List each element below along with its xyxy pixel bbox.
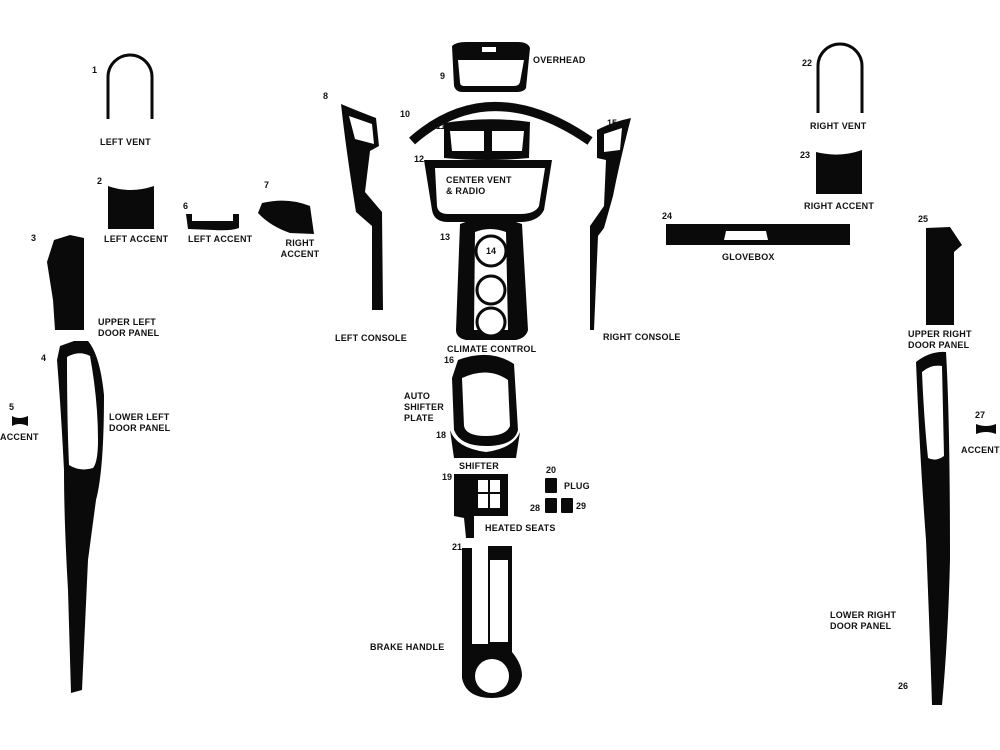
part-number-9: 9 (440, 71, 446, 81)
piece-21-brake-handle (462, 546, 522, 698)
piece-2-left-accent (108, 186, 154, 229)
part-number-15: 15 (607, 118, 618, 128)
part-number-28: 28 (530, 503, 541, 513)
piece-11-center-vents (444, 119, 530, 160)
piece-10-dash-arch (409, 102, 593, 145)
label-plug: PLUG (564, 481, 590, 491)
label-right-accent: RIGHT ACCENT (804, 201, 875, 211)
part-number-14: 14 (486, 246, 497, 256)
part-number-4: 4 (41, 353, 47, 363)
label-shifter: SHIFTER (459, 461, 499, 471)
piece-1-left-vent (106, 53, 154, 119)
label-accent-5: ACCENT (0, 432, 39, 442)
label-left-console: LEFT CONSOLE (335, 333, 407, 343)
label-left-accent: LEFT ACCENT (104, 234, 169, 244)
label-lower-right-door: LOWER RIGHT DOOR PANEL (830, 610, 897, 631)
piece-3-upper-left-door-panel (47, 235, 84, 330)
piece-23-right-accent (816, 150, 862, 194)
piece-7-right-accent (258, 200, 314, 234)
part-number-23: 23 (800, 150, 811, 160)
part-number-19: 19 (442, 472, 453, 482)
label-brake-handle: BRAKE HANDLE (370, 642, 445, 652)
part-number-13: 13 (440, 232, 451, 242)
part-number-6: 6 (183, 201, 189, 211)
piece-6-left-accent (186, 214, 239, 231)
part-number-22: 22 (802, 58, 813, 68)
part-number-10: 10 (400, 109, 411, 119)
label-lower-left-door: LOWER LEFT DOOR PANEL (109, 412, 171, 433)
label-climate-control: CLIMATE CONTROL (447, 344, 537, 354)
part-number-20: 20 (546, 465, 557, 475)
piece-20-plug (545, 478, 557, 493)
part-number-5: 5 (9, 402, 15, 412)
part-number-18: 18 (436, 430, 447, 440)
piece-4-lower-left-door-panel (57, 341, 104, 693)
piece-25-upper-right-door-panel (926, 227, 962, 325)
piece-28-plug (545, 498, 557, 513)
label-glovebox: GLOVEBOX (722, 252, 775, 262)
piece-21-brake-handle-hole (475, 659, 509, 693)
label-accent-27: ACCENT (961, 445, 1000, 455)
piece-16-shifter-plate (452, 354, 518, 446)
part-number-26: 26 (898, 681, 909, 691)
piece-14-climate-knob-1 (474, 234, 508, 268)
label-overhead: OVERHEAD (533, 55, 586, 65)
part-number-11: 11 (436, 121, 446, 131)
label-upper-left-door: UPPER LEFT DOOR PANEL (98, 317, 160, 338)
piece-27-accent (976, 424, 996, 434)
label-right-console: RIGHT CONSOLE (603, 332, 681, 342)
piece-14-climate-knob-3 (475, 306, 507, 338)
piece-14-climate-knob-2 (475, 274, 507, 306)
part-number-2: 2 (97, 176, 103, 186)
piece-9-overhead-slot (482, 47, 496, 52)
part-number-16: 16 (444, 355, 455, 365)
part-number-1: 1 (92, 65, 98, 75)
part-number-7: 7 (264, 180, 270, 190)
piece-13-climate-frame (456, 218, 528, 340)
part-number-12: 12 (414, 154, 425, 164)
piece-26-lower-right-door-panel (916, 351, 950, 705)
piece-8-left-console (341, 104, 383, 310)
part-number-29: 29 (576, 501, 587, 511)
piece-24-glovebox (666, 224, 850, 245)
part-number-8: 8 (323, 91, 329, 101)
part-number-3: 3 (31, 233, 37, 243)
part-number-24: 24 (662, 211, 673, 221)
label-left-accent-6: LEFT ACCENT (188, 234, 253, 244)
label-left-vent: LEFT VENT (100, 137, 151, 147)
label-auto-shifter-plate: AUTO SHIFTER PLATE (404, 391, 444, 423)
label-upper-right-door: UPPER RIGHT DOOR PANEL (908, 329, 972, 350)
label-heated-seats: HEATED SEATS (485, 523, 556, 533)
piece-22-right-vent (816, 42, 864, 113)
part-number-21: 21 (452, 542, 463, 552)
label-right-accent-7: RIGHT ACCENT (280, 238, 320, 259)
part-number-25: 25 (918, 214, 929, 224)
piece-18-shifter (450, 430, 520, 458)
label-center-vent-radio: CENTER VENT & RADIO (446, 175, 512, 196)
piece-12-center-vent-radio (424, 160, 552, 222)
piece-5-accent (12, 416, 28, 426)
part-number-27: 27 (975, 410, 986, 420)
piece-19-heated-seats (454, 474, 508, 538)
piece-9-overhead (452, 42, 530, 92)
label-right-vent: RIGHT VENT (810, 121, 867, 131)
piece-29-plug (561, 498, 573, 513)
piece-15-right-console (590, 118, 631, 330)
